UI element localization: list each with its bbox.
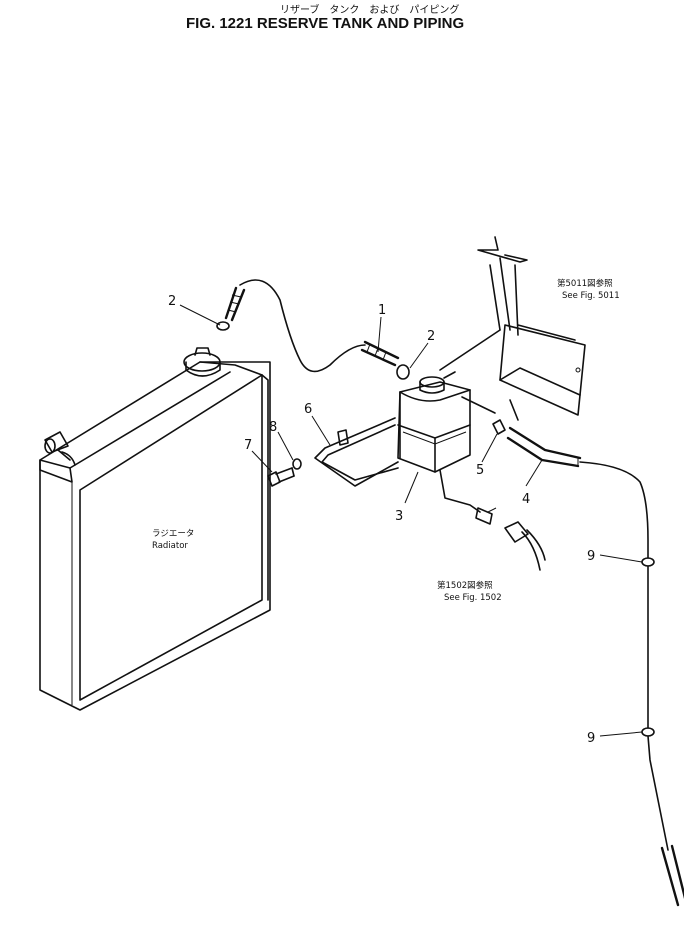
mounting-bracket xyxy=(439,236,586,421)
clip-9-upper xyxy=(641,557,655,567)
callout-7: 7 xyxy=(244,438,252,453)
leader-1 xyxy=(377,316,382,353)
radiator xyxy=(39,347,271,711)
callout-1: 1 xyxy=(378,303,386,318)
leader-9b xyxy=(599,731,643,737)
leader-4 xyxy=(525,459,543,487)
callout-2-left: 2 xyxy=(168,294,176,309)
figure-title: FIG. 1221 RESERVE TANK AND PIPING xyxy=(186,15,464,32)
tank-band xyxy=(314,417,399,487)
reserve-tank xyxy=(397,371,497,525)
ref-1502: See Fig. 1502 xyxy=(444,593,502,603)
callout-9-lower: 9 xyxy=(587,731,595,746)
callout-4: 4 xyxy=(522,492,530,507)
leader-9a xyxy=(599,554,643,563)
radiator-label-jp: ラジエータ xyxy=(152,529,194,539)
leader-8 xyxy=(277,431,294,461)
callout-6: 6 xyxy=(304,402,312,417)
clamp-2-left xyxy=(216,321,230,331)
leader-7 xyxy=(251,450,273,473)
leader-5 xyxy=(481,433,498,463)
callout-8: 8 xyxy=(269,420,277,435)
ref-1502-jp: 第1502図参照 xyxy=(437,580,493,591)
leader-6 xyxy=(311,415,331,446)
callout-5: 5 xyxy=(476,463,484,478)
ref-5011: See Fig. 5011 xyxy=(562,291,620,301)
callout-2-right: 2 xyxy=(427,329,435,344)
leader-2a xyxy=(179,304,221,326)
drain-hose xyxy=(506,426,684,907)
leader-2b xyxy=(409,342,429,369)
connector xyxy=(504,521,546,571)
ref-5011-jp: 第5011図参照 xyxy=(557,278,613,289)
callout-3: 3 xyxy=(395,509,403,524)
clamp-5 xyxy=(492,419,506,435)
bolt xyxy=(267,467,295,487)
washer xyxy=(292,458,302,470)
clamp-2-right xyxy=(396,364,410,380)
title-japanese: リザーブ タンク および パイピング xyxy=(280,3,459,16)
radiator-label: Radiator xyxy=(152,541,188,551)
callout-9-upper: 9 xyxy=(587,549,595,564)
overflow-hose xyxy=(224,279,400,373)
clip-9-lower xyxy=(641,727,655,737)
leader-3 xyxy=(404,471,419,504)
